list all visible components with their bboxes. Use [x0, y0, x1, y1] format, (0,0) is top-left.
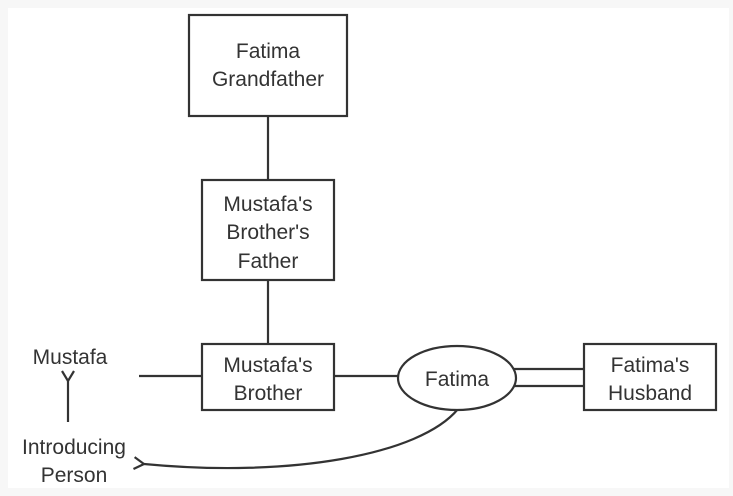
node-fatima — [396, 344, 518, 412]
node-label: Brother — [234, 382, 303, 405]
node-mustafas-brother — [200, 342, 336, 412]
node-label: Grandfather — [212, 68, 324, 91]
node-mustafas-brothers-father — [200, 178, 336, 282]
node-fatimas-husband — [582, 342, 718, 412]
node-label: Fatima's — [611, 354, 690, 377]
node-label: Father — [238, 250, 299, 273]
node-label: Fatima — [236, 40, 301, 63]
node-label: Mustafa's — [223, 193, 312, 216]
node-label: Husband — [608, 382, 692, 405]
label-mustafa: Mustafa — [33, 346, 108, 369]
kinship-diagram: Fatima Grandfather Mustafa's Brother's F… — [22, 13, 718, 487]
diagram-canvas: Fatima Grandfather Mustafa's Brother's F… — [8, 8, 729, 488]
node-label: Mustafa's — [223, 354, 312, 377]
node-label: Brother's — [226, 221, 309, 244]
label-introducing-person: Introducing — [22, 436, 126, 459]
curved-arrow-fatima-to-introducing — [144, 408, 459, 468]
label-introducing-person: Person — [41, 464, 108, 487]
node-label: Fatima — [425, 368, 490, 391]
node-fatima-grandfather — [187, 13, 349, 118]
